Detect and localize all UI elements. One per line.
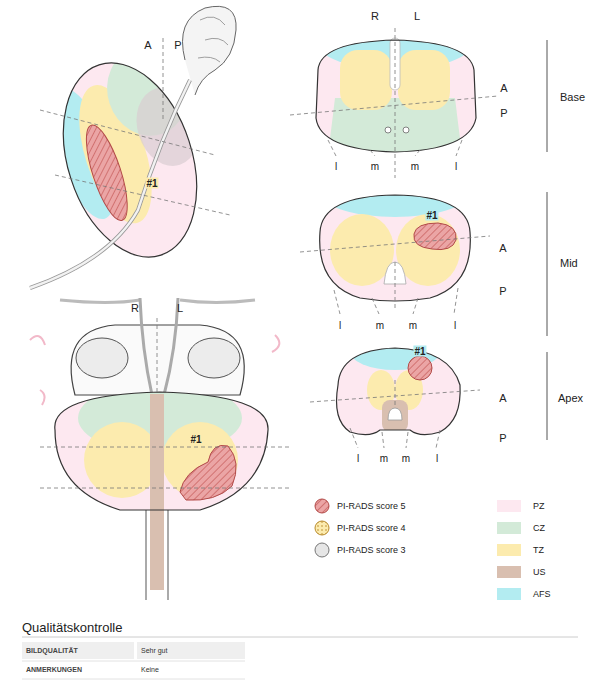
- sector-label: m: [380, 453, 388, 464]
- legend-row: AFS: [497, 587, 551, 601]
- sector-label: l: [436, 453, 438, 464]
- table-cell: Sehr gut: [141, 647, 167, 655]
- legend-row: PI-RADS score 4: [337, 521, 406, 535]
- sector-label: m: [402, 453, 410, 464]
- side-label: L: [414, 10, 420, 22]
- sector-label: l: [454, 320, 456, 331]
- axis-label: P: [500, 107, 507, 119]
- level-label: Base: [560, 91, 585, 103]
- sector-label: l: [339, 320, 341, 331]
- callout-number: #1: [425, 210, 438, 221]
- table-cell: BILDQUALITÄT: [26, 647, 78, 655]
- score3-sample: [315, 543, 329, 557]
- sector-label: m: [411, 161, 419, 172]
- legend-text: PI-RADS score 4: [337, 523, 406, 533]
- sector-label: l: [357, 453, 359, 464]
- callout-number: #1: [413, 346, 426, 357]
- legend-swatch: [497, 500, 521, 512]
- axis-label: A: [500, 82, 507, 94]
- axis-label: A: [499, 392, 506, 404]
- legend-row: TZ: [497, 543, 544, 557]
- sector-label: l: [455, 161, 457, 172]
- axis-label: P: [499, 285, 506, 297]
- legend-text: AFS: [533, 589, 551, 599]
- legend-text: CZ: [533, 523, 545, 533]
- legend-text: PI-RADS score 5: [337, 501, 406, 511]
- side-label: R: [371, 10, 379, 22]
- score4-sample: [315, 521, 329, 535]
- table-cell: ANMERKUNGEN: [26, 666, 82, 674]
- section-heading: Qualitätskontrolle: [22, 620, 122, 635]
- axis-label: A: [499, 242, 506, 254]
- sector-label: l: [335, 161, 337, 172]
- sector-label: m: [409, 320, 417, 331]
- axis-label: P: [499, 432, 506, 444]
- axis-label: P: [174, 39, 181, 51]
- level-label: Mid: [560, 257, 578, 269]
- side-label: R: [131, 302, 139, 314]
- legend-text: US: [533, 567, 546, 577]
- legend-row: PZ: [497, 499, 545, 513]
- legend-swatch: [497, 544, 521, 556]
- table-cell: Keine: [141, 666, 159, 674]
- legend-text: PZ: [533, 501, 545, 511]
- legend-text: PI-RADS score 3: [337, 545, 406, 555]
- sector-label: m: [371, 161, 379, 172]
- legend-row: PI-RADS score 5: [337, 499, 406, 513]
- callout-number: #1: [189, 434, 202, 445]
- legend-row: PI-RADS score 3: [337, 543, 406, 557]
- legend-row: US: [497, 565, 546, 579]
- legend-text: TZ: [533, 545, 544, 555]
- legend-swatch: [497, 588, 521, 600]
- sector-label: m: [376, 320, 384, 331]
- legend-swatch: [497, 522, 521, 534]
- axis-label: A: [144, 39, 151, 51]
- legend-swatch: [497, 566, 521, 578]
- callout-number: #1: [145, 178, 158, 189]
- legend-row: CZ: [497, 521, 545, 535]
- score5-sample: [315, 499, 329, 513]
- level-label: Apex: [558, 392, 583, 404]
- side-label: L: [177, 302, 183, 314]
